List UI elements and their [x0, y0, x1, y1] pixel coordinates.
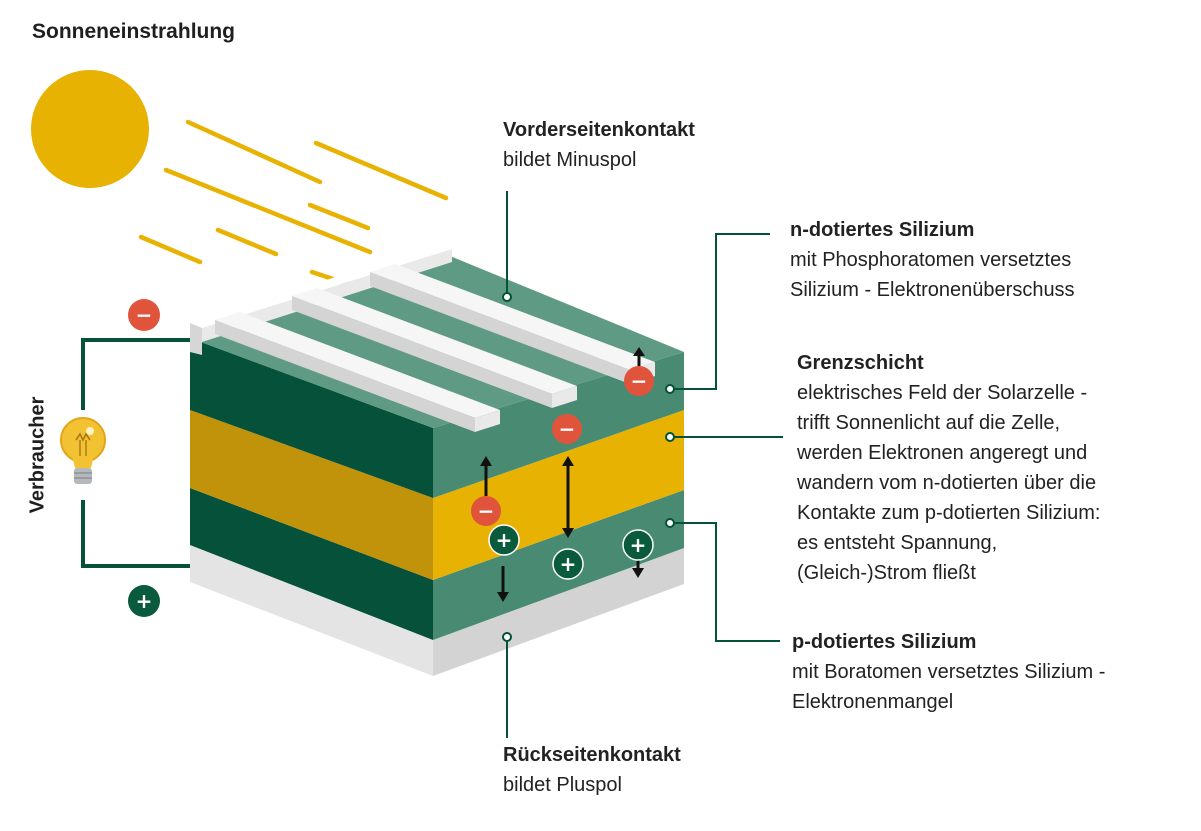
- hole-marker: +: [552, 548, 584, 580]
- label-desc-line: wandern vom n-dotierten über die: [797, 472, 1097, 494]
- label-title: Rückseitenkontakt: [503, 744, 681, 766]
- sun-ray: [163, 167, 373, 255]
- label-front-contact: Vorderseitenkontakt bildet Minuspol: [503, 115, 695, 175]
- label-n-silicon: n-dotiertes Silizium mit Phosphoratomen …: [790, 215, 1075, 305]
- label-desc-line: trifft Sonnenlicht auf die Zelle,: [797, 412, 1061, 434]
- sun-ray: [313, 140, 449, 201]
- front-contact-finger: [292, 288, 577, 394]
- light-bulb-icon: [60, 417, 106, 484]
- leader-dots: [502, 292, 675, 642]
- p-silicon-layer-front: [190, 488, 433, 640]
- sun-ray: [307, 202, 371, 231]
- hole-marker: +: [488, 524, 520, 556]
- hole-marker: +: [622, 529, 654, 561]
- label-title: Vorderseitenkontakt: [503, 119, 695, 141]
- junction-layer-front: [190, 410, 433, 580]
- label-title: p-dotiertes Silizium: [792, 631, 977, 653]
- charge-sign: +: [136, 589, 153, 613]
- label-desc-line: mit Boratomen versetztes Silizium -: [792, 661, 1106, 683]
- circuit-minus-marker: −: [128, 299, 160, 331]
- charge-arrows: [480, 347, 645, 602]
- charge-sign: −: [478, 499, 495, 523]
- charge-sign: +: [496, 528, 513, 552]
- back-contact-layer-side: [433, 548, 684, 676]
- charge-sign: +: [560, 552, 577, 576]
- charge-sign: −: [559, 417, 576, 441]
- label-desc-line: (Gleich-)Strom fließt: [797, 562, 976, 584]
- circuit-plus-marker: +: [128, 585, 160, 617]
- label-desc-line: werden Elektronen angeregt und: [797, 442, 1088, 464]
- label-title: n-dotiertes Silizium: [790, 219, 975, 241]
- label-back-contact: Rückseitenkontakt bildet Pluspol: [503, 740, 681, 800]
- label-desc-line: bildet Pluspol: [503, 774, 622, 796]
- leader-lines: [506, 191, 783, 738]
- leader-n-silicon: [674, 233, 770, 390]
- label-desc-line: bildet Minuspol: [503, 149, 637, 171]
- n-silicon-layer-front: [190, 338, 433, 498]
- front-contact-finger: [215, 312, 500, 418]
- back-contact-layer-front: [190, 545, 433, 676]
- front-contact-grid: [190, 244, 655, 432]
- label-desc-line: mit Phosphoratomen versetztes: [790, 249, 1072, 271]
- front-contact-busbar: [190, 244, 452, 328]
- electron-marker: −: [471, 496, 501, 526]
- label-junction: Grenzschicht elektrisches Feld der Solar…: [797, 348, 1100, 588]
- label-desc-line: es entsteht Spannung,: [797, 532, 998, 554]
- sun-irradiation-title: Sonneneinstrahlung: [32, 20, 236, 43]
- label-desc-line: Silizium - Elektronenüberschuss: [790, 279, 1075, 301]
- label-title: Grenzschicht: [797, 352, 924, 374]
- electron-marker: −: [624, 366, 654, 396]
- label-desc-line: elektrisches Feld der Solarzelle -: [797, 382, 1088, 404]
- leader-p-silicon: [674, 522, 780, 642]
- label-desc-line: Elektronenmangel: [792, 691, 954, 713]
- label-p-silicon: p-dotiertes Silizium mit Boratomen verse…: [792, 627, 1105, 717]
- charge-sign: +: [630, 533, 647, 557]
- electron-marker: −: [552, 414, 582, 444]
- front-contact-finger: [370, 264, 655, 370]
- sun-ray: [185, 119, 323, 185]
- charge-sign: −: [136, 303, 153, 327]
- sun-ray: [138, 234, 203, 265]
- label-desc-line: Kontakte zum p-dotierten Silizium:: [797, 502, 1101, 524]
- charge-sign: −: [631, 369, 648, 393]
- sun-ray: [215, 227, 279, 257]
- sun-icon: [31, 70, 149, 188]
- circuit-wire: [81, 338, 193, 568]
